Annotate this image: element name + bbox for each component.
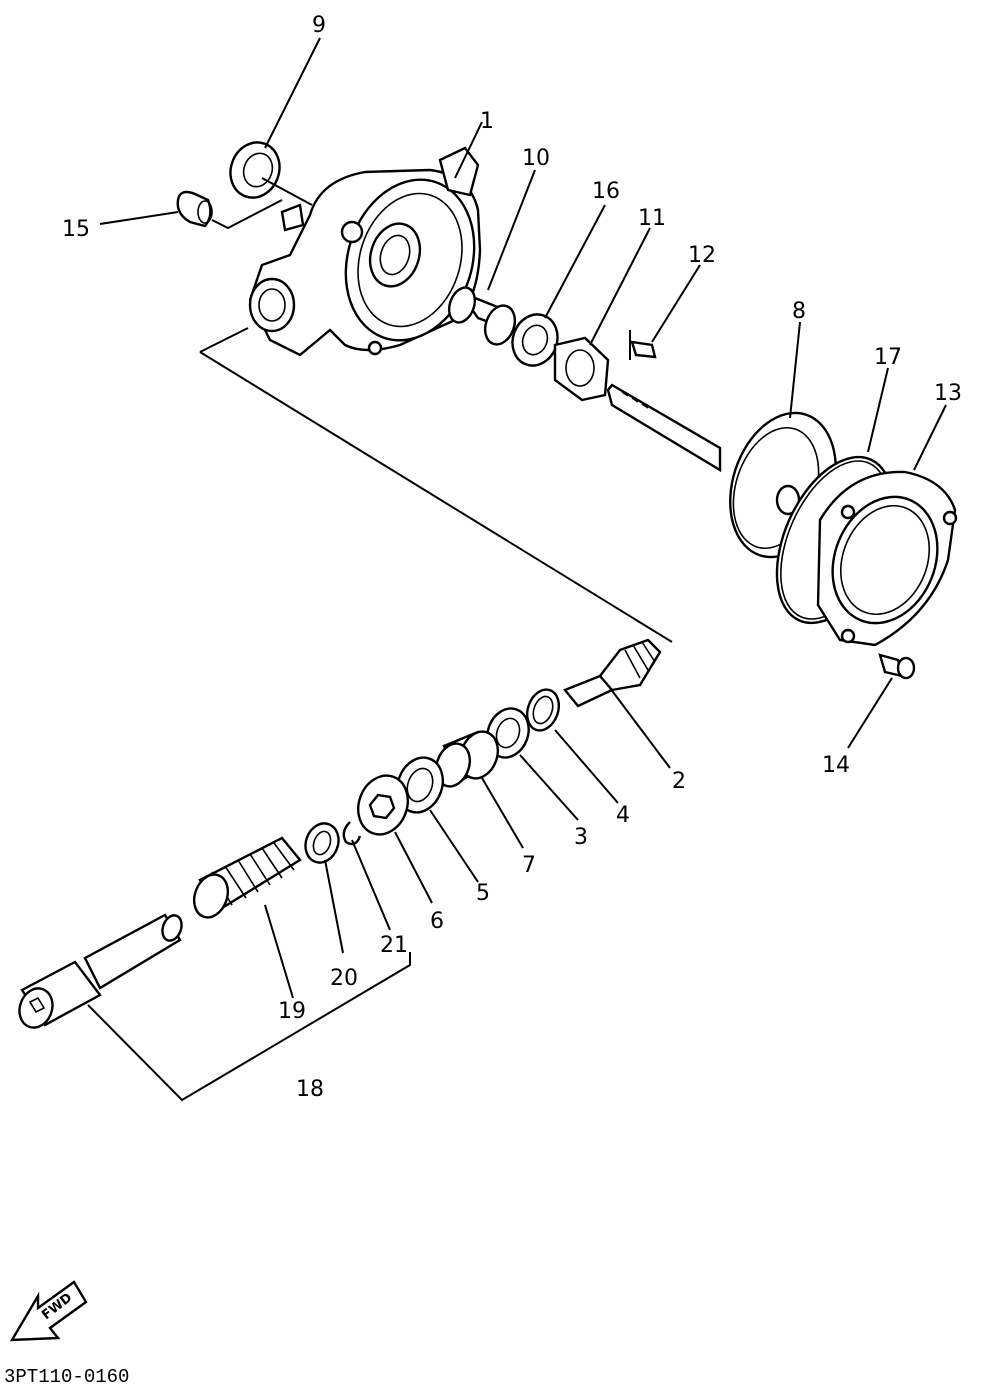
label-21: 21	[380, 933, 408, 958]
label-20: 20	[330, 966, 358, 991]
part-labels: 9 1 10 16 11 15 12 8 17 13 14 2 4 3 7 5 …	[62, 13, 962, 1102]
collar-7	[434, 730, 500, 788]
label-10: 10	[522, 146, 550, 171]
label-6: 6	[430, 909, 444, 934]
label-7: 7	[522, 853, 536, 878]
circlip-21	[342, 821, 362, 846]
bolt-12	[629, 330, 657, 360]
shaft-assembly-18	[18, 913, 183, 1029]
label-5: 5	[476, 881, 490, 906]
label-9: 9	[312, 13, 326, 38]
label-14: 14	[822, 753, 850, 778]
leader-lines	[87, 37, 947, 1102]
retainer-plate-11	[553, 336, 610, 402]
label-19: 19	[278, 999, 306, 1024]
label-12: 12	[688, 243, 716, 268]
housing-part	[248, 146, 482, 357]
label-18: 18	[296, 1077, 324, 1102]
bearing-15	[176, 190, 283, 230]
spring-19	[192, 836, 302, 919]
bearing-9	[229, 141, 313, 206]
label-3: 3	[574, 825, 588, 850]
fwd-arrow: FWD	[9, 1280, 88, 1342]
washer-4	[525, 688, 561, 732]
label-17: 17	[874, 345, 902, 370]
bearing-16	[511, 313, 559, 367]
seal-6	[357, 774, 409, 836]
label-11: 11	[638, 206, 666, 231]
drive-pinion-2	[563, 638, 662, 708]
label-16: 16	[592, 179, 620, 204]
label-2: 2	[672, 769, 686, 794]
bolt-14	[878, 653, 916, 680]
label-13: 13	[934, 381, 962, 406]
cover-13	[816, 470, 958, 647]
washer-20	[304, 822, 340, 864]
label-4: 4	[616, 803, 630, 828]
label-15: 15	[62, 217, 90, 242]
drawing-code: 3PT110-0160	[4, 1366, 129, 1388]
label-1: 1	[480, 109, 494, 134]
label-8: 8	[792, 299, 806, 324]
collar-10	[447, 286, 518, 346]
